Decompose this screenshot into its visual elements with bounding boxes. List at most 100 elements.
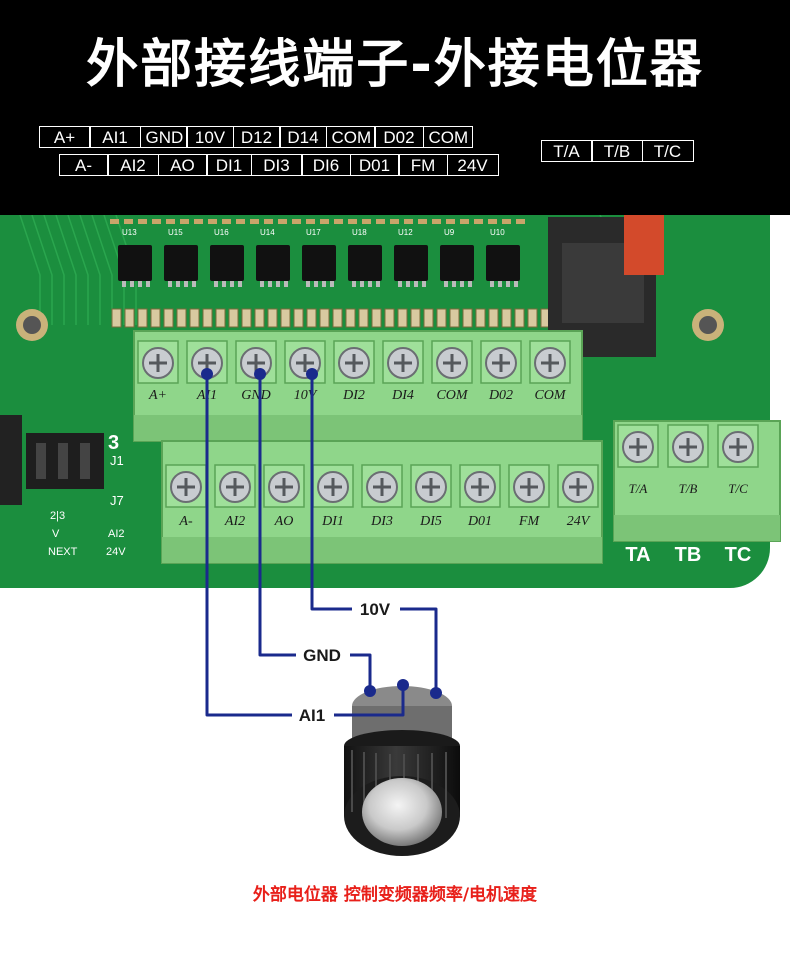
terminal-label-d12: D12: [232, 126, 281, 148]
terminal-label-com: COM: [325, 126, 376, 148]
ic-chip: [164, 245, 198, 281]
screw-terminal: [263, 464, 305, 508]
terminal-label-fm: FM: [398, 154, 448, 176]
screw-terminal: [508, 464, 550, 508]
terminal-silkscreen-label: 10V: [294, 388, 318, 403]
screw-terminal: [480, 340, 522, 384]
terminal-label-a: A+: [38, 126, 91, 148]
ic-chip: [486, 245, 520, 281]
terminal-silkscreen-label: AI1: [196, 388, 217, 403]
jumper-text: NEXT: [48, 546, 78, 558]
terminal-label-di6: DI6: [301, 154, 351, 176]
wire-terminal-dot: [397, 679, 409, 691]
jumper-text: 2|3: [50, 510, 65, 522]
terminal-silkscreen-label: D02: [488, 388, 513, 403]
terminal-label-ta: T/A: [540, 140, 593, 162]
terminal-silkscreen-label: COM: [436, 388, 468, 403]
terminal-label-d14: D14: [279, 126, 327, 148]
chip-label: U14: [260, 228, 275, 237]
wire-label-10v: 10V: [360, 600, 391, 619]
terminal-silkscreen-label: D01: [467, 514, 492, 529]
terminal-silkscreen-label: AO: [274, 514, 294, 529]
ic-chip: [394, 245, 428, 281]
terminal-silkscreen-label: DI4: [391, 388, 414, 403]
caption: 外部电位器 控制变频器频率/电机速度: [252, 885, 538, 905]
terminal-label-tc: T/C: [641, 140, 694, 162]
terminal-label-di1: DI1: [206, 154, 252, 176]
terminal-silkscreen-label: A+: [148, 388, 167, 403]
wire-label-ai1: AI1: [299, 706, 325, 725]
terminal-silkscreen-label: AI2: [224, 514, 245, 529]
jumper-label: 3: [108, 432, 119, 454]
wire-terminal-dot: [430, 687, 442, 699]
relay-silkscreen-label: TB: [675, 544, 702, 566]
screw-terminal: [235, 340, 277, 384]
terminal-label-a: A-: [58, 154, 109, 176]
jumper-text: AI2: [108, 528, 125, 540]
terminal-silkscreen-label: DI3: [370, 514, 393, 529]
screw-terminal: [667, 424, 709, 468]
screw-terminal: [137, 340, 179, 384]
screw-terminal: [186, 340, 228, 384]
terminal-label-di3: DI3: [250, 154, 303, 176]
jumper-label: J7: [110, 493, 124, 508]
potentiometer-knob: [344, 686, 460, 856]
terminal-label-24v: 24V: [446, 154, 499, 176]
ic-chip: [348, 245, 382, 281]
ic-chip: [302, 245, 336, 281]
terminal-silkscreen-label: 24V: [567, 514, 591, 529]
terminal-label-ai2: AI2: [107, 154, 159, 176]
chip-label: U15: [168, 228, 183, 237]
terminal-silkscreen-label: DI2: [342, 388, 365, 403]
terminal-label-d02: D02: [374, 126, 424, 148]
wire-terminal-dot: [364, 685, 376, 697]
ic-chip: [256, 245, 290, 281]
screw-terminal: [459, 464, 501, 508]
jumper-text: V: [52, 528, 60, 540]
terminal-silkscreen-label: DI1: [321, 514, 344, 529]
screw-terminal: [431, 340, 473, 384]
chip-label: U17: [306, 228, 321, 237]
terminal-silkscreen-label: A-: [178, 514, 193, 529]
ic-chip: [118, 245, 152, 281]
terminal-label-d01: D01: [349, 154, 400, 176]
chip-label: U10: [490, 228, 505, 237]
screw-terminal: [617, 424, 659, 468]
chip-label: U12: [398, 228, 413, 237]
screw-terminal: [284, 340, 326, 384]
screw-terminal: [361, 464, 403, 508]
terminal-silkscreen-label: T/A: [629, 481, 648, 496]
terminal-label-ai1: AI1: [89, 126, 141, 148]
ic-chip: [210, 245, 244, 281]
terminal-silkscreen-label: FM: [518, 514, 541, 529]
screw-terminal: [382, 340, 424, 384]
terminal-label-tb: T/B: [591, 140, 643, 162]
page-title: 外部接线端子-外接电位器: [86, 35, 704, 95]
terminal-label-gnd: GND: [139, 126, 188, 148]
terminal-silkscreen-label: DI5: [419, 514, 442, 529]
terminal-silkscreen-label: T/C: [728, 481, 748, 496]
jumper-text: 24V: [106, 546, 126, 558]
wire-label-gnd: GND: [303, 646, 341, 665]
relay-silkscreen-label: TA: [625, 544, 650, 566]
terminal-silkscreen-label: COM: [534, 388, 566, 403]
screw-terminal: [165, 464, 207, 508]
terminal-label-ao: AO: [157, 154, 208, 176]
screw-terminal: [333, 340, 375, 384]
relay-silkscreen-label: TC: [725, 544, 752, 566]
chip-label: U9: [444, 228, 455, 237]
screw-terminal: [214, 464, 256, 508]
lower-terminal-block: A- AI2 AO DI1 DI3 DI5 D01 FM 24V: [161, 440, 603, 564]
ic-chip: [440, 245, 474, 281]
chip-label: U16: [214, 228, 229, 237]
terminal-silkscreen-label: GND: [241, 388, 271, 403]
terminal-label-10v: 10V: [186, 126, 234, 148]
